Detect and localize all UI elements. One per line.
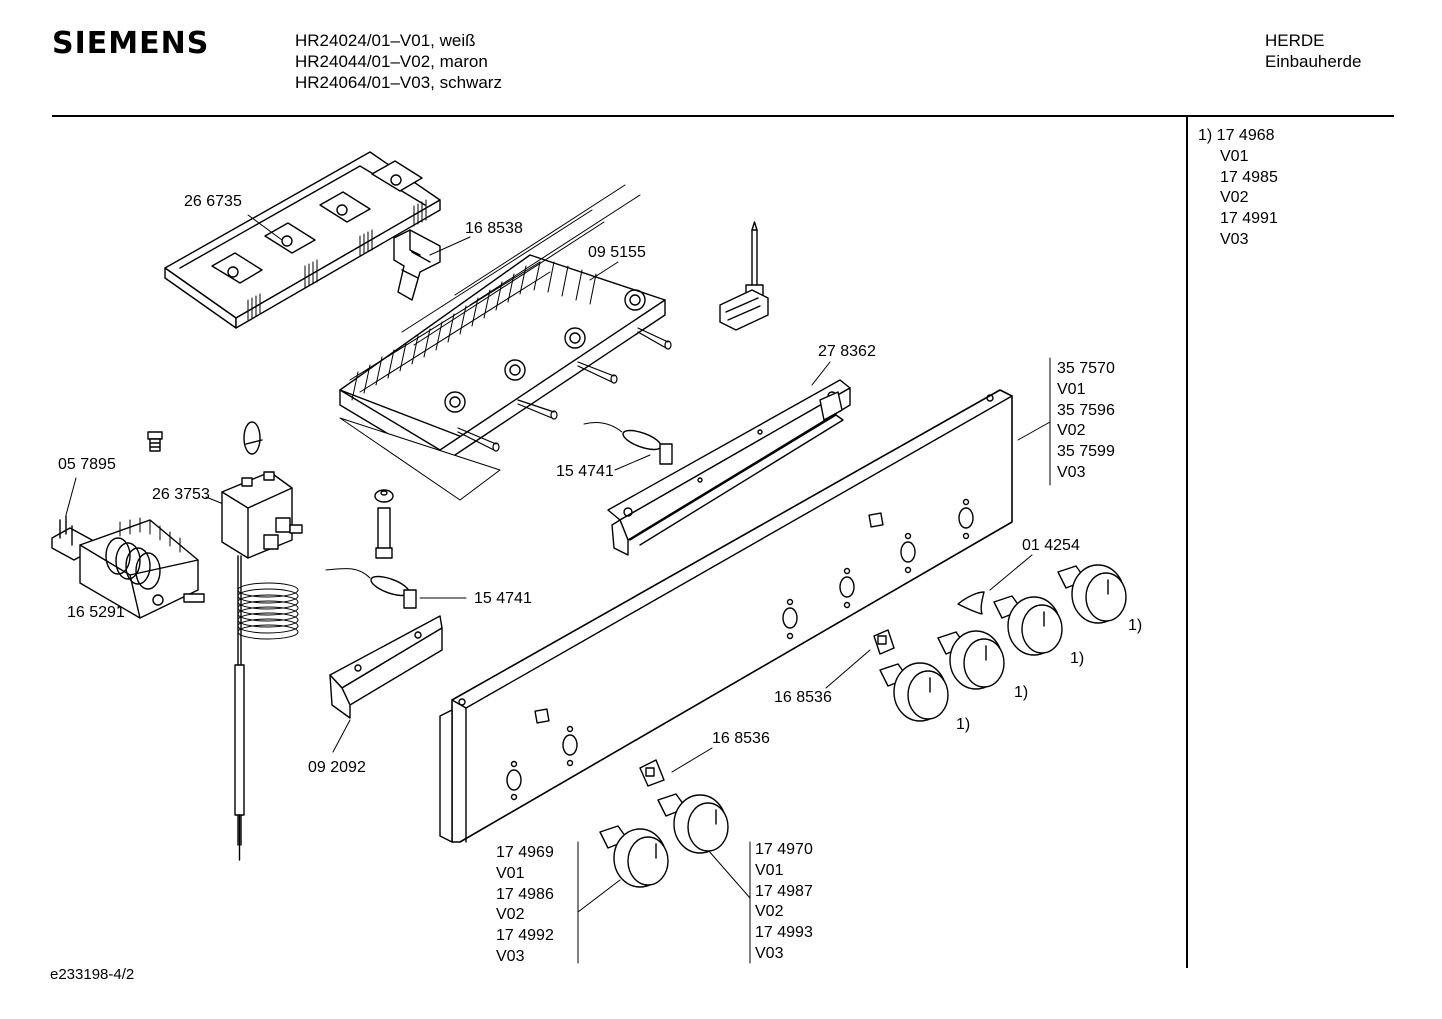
- variant-line: V03: [1057, 463, 1086, 481]
- spacer-bolt-drawing: [374, 489, 394, 559]
- label-014254-drawing: [957, 591, 985, 615]
- part-label: 05 7895: [58, 456, 116, 473]
- variant-line: V01: [1057, 380, 1086, 398]
- screw-drawing: [147, 431, 163, 452]
- variant-line: V03: [755, 944, 784, 962]
- side-note-line: V02: [1220, 189, 1249, 207]
- side-note-line: V03: [1220, 230, 1249, 248]
- variant-line: 17 4987: [755, 882, 813, 900]
- thermostat-263753-drawing: [221, 421, 303, 861]
- knob-2-drawing: [993, 595, 1063, 656]
- switch-cover-frame-drawing: [164, 151, 441, 329]
- variant-line: V02: [496, 906, 525, 924]
- variant-line: 17 4992: [496, 927, 554, 945]
- part-label: 26 6735: [184, 193, 242, 210]
- lamp-socket-drawing: [325, 421, 673, 609]
- variant-line: V02: [1057, 422, 1086, 440]
- leader-lines: [65, 214, 1051, 964]
- knob-variant-block-right: 17 4970 V01 17 4987 V02 17 4993 V03: [755, 840, 813, 965]
- part-label: 15 4741: [474, 590, 532, 607]
- clip-168536-drawing: [639, 629, 895, 787]
- footnote-mark: 1): [1128, 617, 1143, 634]
- part-label: 16 5291: [67, 604, 125, 621]
- knob-variant-block-left: 17 4969 V01 17 4986 V02 17 4992 V03: [496, 843, 554, 968]
- switch-block-095155-drawing: [339, 184, 672, 501]
- part-label: 16 8538: [465, 220, 523, 237]
- footnote-mark: 1): [1070, 650, 1085, 667]
- side-note-block: 1) 17 4968 V01 17 4985 V02 17 4991 V03: [1198, 126, 1278, 251]
- variant-line: 17 4986: [496, 885, 554, 903]
- footnote-mark: 1): [956, 716, 971, 733]
- side-note-line: 1) 17 4968: [1198, 127, 1275, 144]
- model-line: HR24044/01–V02, maron: [295, 52, 488, 71]
- document-id: e233198-4/2: [50, 966, 135, 983]
- part-label: 09 2092: [308, 759, 366, 776]
- part-label: 26 3753: [152, 486, 210, 503]
- category-title: HERDE: [1265, 31, 1325, 50]
- side-note-line: 17 4991: [1220, 210, 1278, 228]
- variant-line: 17 4970: [755, 841, 813, 858]
- category-block: HERDE Einbauherde: [1265, 30, 1361, 72]
- rotary-switch-165291-drawing: [79, 517, 205, 619]
- variant-line: 17 4993: [755, 924, 813, 942]
- variant-line: V03: [496, 947, 525, 965]
- knob-drawings: [599, 564, 1127, 888]
- spindle-part-drawing: [719, 221, 769, 331]
- header-divider: [52, 115, 1394, 117]
- knob-3-drawing: [937, 630, 1005, 690]
- category-subtitle: Einbauherde: [1265, 52, 1362, 71]
- variant-line: 35 7570: [1057, 360, 1115, 377]
- variant-line: V02: [755, 903, 784, 921]
- part-label: 09 5155: [588, 244, 646, 261]
- part-label: 01 4254: [1022, 537, 1080, 554]
- bracket-rail-278362-drawing: [607, 379, 851, 556]
- brand-logo: SIEMENS: [52, 26, 210, 61]
- variant-line: 17 4969: [496, 844, 554, 861]
- variant-line: V01: [496, 864, 525, 882]
- side-note-line: 17 4985: [1220, 168, 1278, 186]
- bracket-092092-drawing: [329, 615, 443, 719]
- front-panel-drawing: [439, 389, 1013, 843]
- clip-168538-drawing: [393, 229, 441, 301]
- side-column-divider: [1186, 116, 1188, 968]
- knob-1-drawing: [1057, 564, 1127, 624]
- part-label: 16 8536: [712, 730, 770, 747]
- side-note-line: V01: [1220, 147, 1249, 165]
- part-label: 16 8536: [774, 689, 832, 706]
- knob-4-drawing: [879, 662, 949, 722]
- model-list: HR24024/01–V01, weiß HR24044/01–V02, mar…: [295, 30, 502, 93]
- part-label: 27 8362: [818, 343, 876, 360]
- knob-6-drawing: [657, 793, 729, 854]
- variant-line: 35 7599: [1057, 443, 1115, 461]
- variant-line: 35 7596: [1057, 401, 1115, 419]
- variant-line: V01: [755, 861, 784, 879]
- panel-variant-block: 35 7570 V01 35 7596 V02 35 7599 V03: [1057, 359, 1115, 484]
- model-line: HR24024/01–V01, weiß: [295, 31, 476, 50]
- part-label: 15 4741: [556, 463, 614, 480]
- model-line: HR24064/01–V03, schwarz: [295, 73, 502, 92]
- footnote-mark: 1): [1014, 684, 1029, 701]
- knob-5-drawing: [599, 825, 669, 888]
